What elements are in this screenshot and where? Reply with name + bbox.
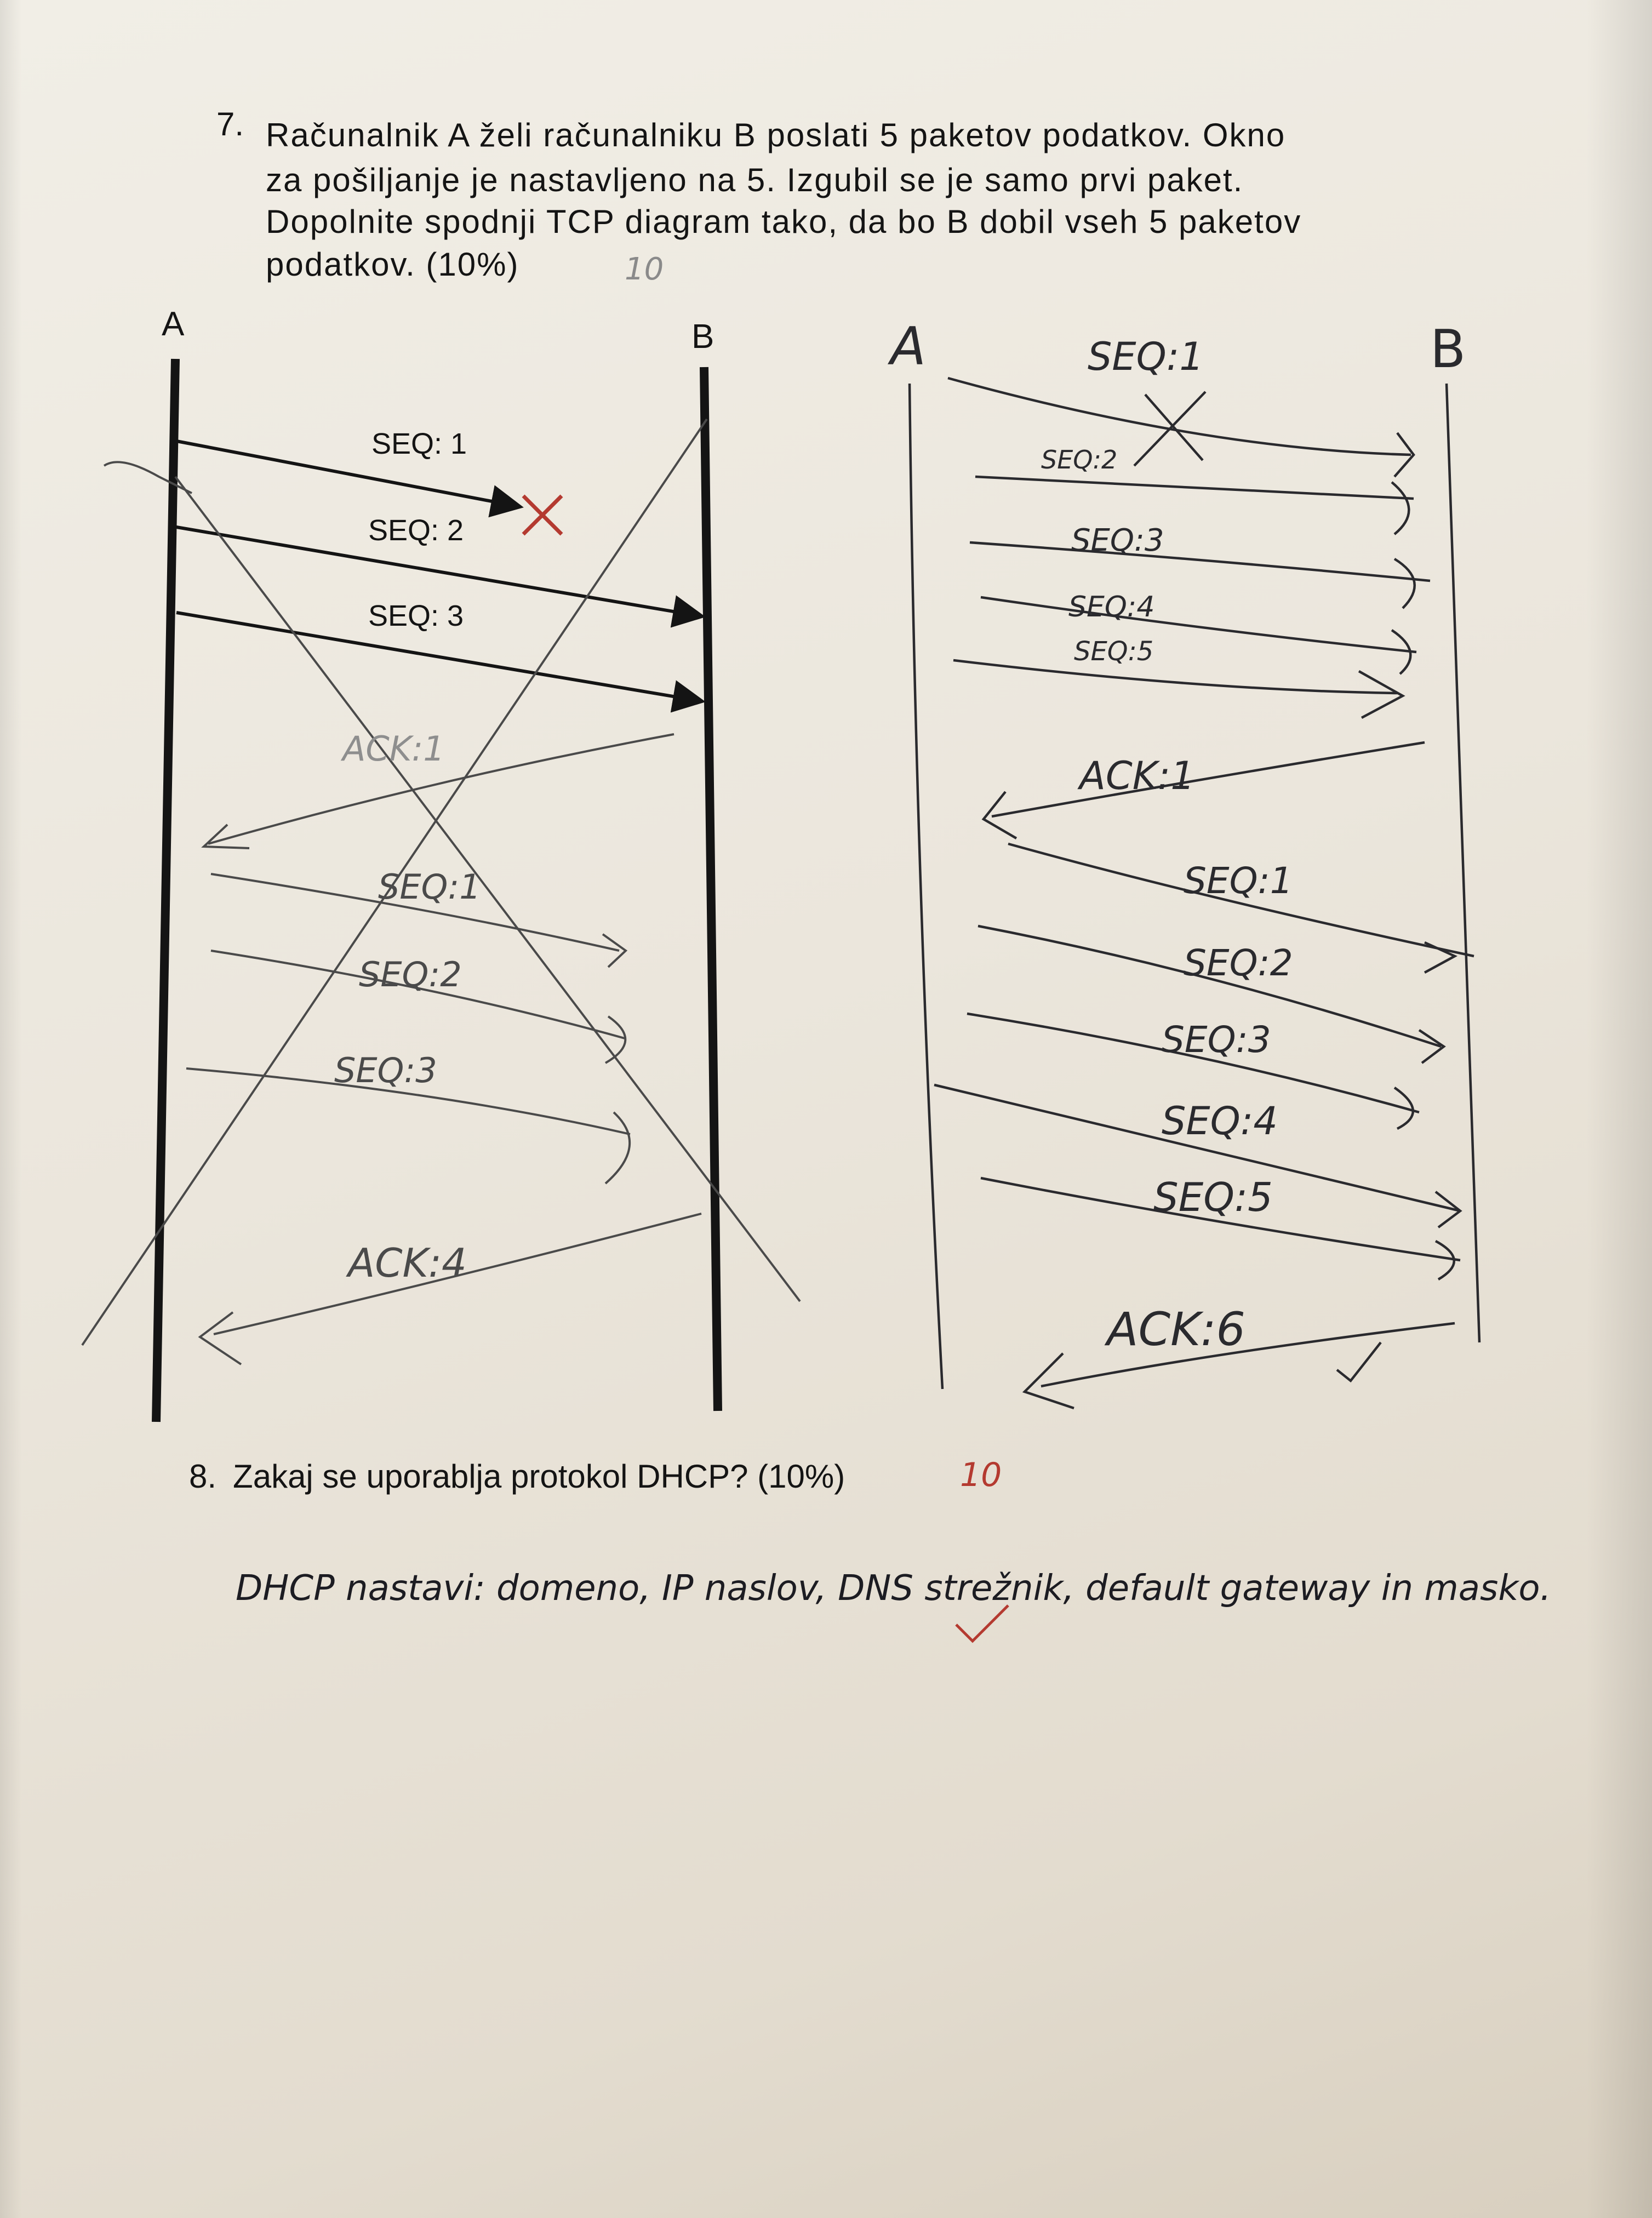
right-seq4-second: SEQ:4 bbox=[1162, 1099, 1278, 1144]
ack4-left-label: ACK:4 bbox=[346, 1240, 467, 1286]
question-7-line: Računalnik A želi računalniku B poslati … bbox=[266, 117, 1286, 153]
right-seq1-second: SEQ:1 bbox=[1184, 860, 1293, 902]
right-seq3-second: SEQ:3 bbox=[1162, 1019, 1271, 1061]
host-b-label: B bbox=[691, 318, 714, 356]
seq3-left-label: SEQ:3 bbox=[334, 1050, 437, 1090]
pencil-strokes-left bbox=[81, 418, 801, 1365]
seq3-arrow bbox=[176, 611, 706, 713]
question-7-line: za pošiljanje je nastavljeno na 5. Izgub… bbox=[266, 162, 1244, 198]
right-seq1-crossed: SEQ:1 bbox=[1088, 334, 1204, 379]
host-a-timeline bbox=[152, 358, 180, 1422]
seq1-label: SEQ: 1 bbox=[371, 427, 467, 460]
seq1-left-label: SEQ:1 bbox=[378, 867, 481, 907]
page-shadow-right bbox=[1586, 0, 1652, 2218]
right-host-a-label: A bbox=[887, 317, 926, 377]
question-8-number: 8. bbox=[189, 1458, 217, 1495]
right-ack6-label: ACK:6 bbox=[1104, 1302, 1245, 1356]
seq2-arrow bbox=[176, 525, 706, 628]
question-7-grade: 10 bbox=[625, 251, 664, 287]
seq2-left-label: SEQ:2 bbox=[359, 954, 462, 994]
host-b-timeline bbox=[700, 367, 722, 1411]
seq3-label: SEQ: 3 bbox=[368, 599, 464, 632]
right-host-b-label: B bbox=[1430, 319, 1466, 380]
right-seq4-first: SEQ:4 bbox=[1068, 591, 1154, 624]
pen-strokes-right bbox=[908, 376, 1481, 1410]
question-7-number: 7. bbox=[216, 106, 244, 142]
question-7-line: Dopolnite spodnji TCP diagram tako, da b… bbox=[266, 203, 1302, 240]
lost-packet-x-icon bbox=[522, 494, 563, 536]
seq2-label: SEQ: 2 bbox=[368, 514, 464, 547]
right-seq5-first: SEQ:5 bbox=[1074, 636, 1153, 667]
right-seq2-second: SEQ:2 bbox=[1184, 942, 1293, 984]
page-shadow-left bbox=[0, 0, 22, 2218]
right-seq5-second: SEQ:5 bbox=[1153, 1174, 1273, 1220]
question-8-grade: 10 bbox=[960, 1456, 1002, 1494]
right-ack1-label: ACK:1 bbox=[1077, 753, 1195, 798]
seq1-arrow bbox=[176, 439, 524, 518]
question-8-answer: DHCP nastavi: domeno, IP naslov, DNS str… bbox=[236, 1568, 1551, 1609]
right-seq2-first: SEQ:2 bbox=[1041, 445, 1117, 475]
ack1-left-label: ACK:1 bbox=[340, 729, 445, 769]
right-seq3-first: SEQ:3 bbox=[1071, 523, 1164, 558]
question-8-text: Zakaj se uporablja protokol DHCP? (10%) bbox=[233, 1458, 845, 1495]
question-8-check-icon bbox=[955, 1604, 1009, 1643]
host-a-label: A bbox=[162, 305, 185, 343]
question-8: 8. Zakaj se uporablja protokol DHCP? (10%… bbox=[189, 1457, 845, 1495]
question-7-line: podatkov. (10%) bbox=[266, 246, 519, 283]
